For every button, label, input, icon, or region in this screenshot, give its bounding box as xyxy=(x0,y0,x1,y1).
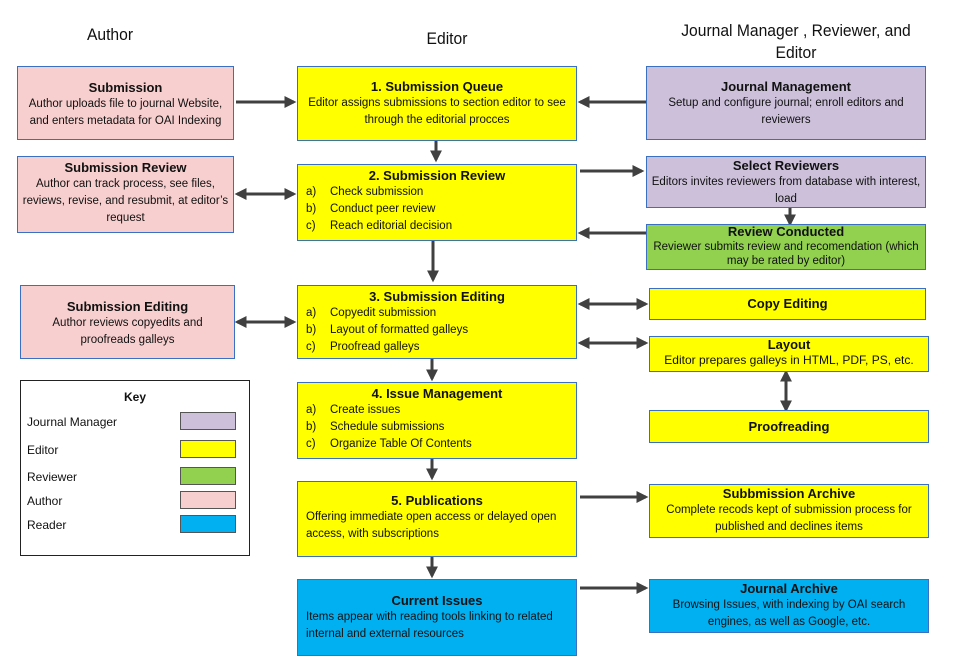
journal-management-box: Journal Management Setup and configure j… xyxy=(646,66,926,140)
list-item: b)Schedule submissions xyxy=(306,421,445,433)
layout-title: Layout xyxy=(767,337,811,352)
submission-queue-desc: Editor assigns submissions to section ed… xyxy=(308,97,566,126)
legend-row-editor: Editor xyxy=(27,440,245,462)
journal-archive-box: Journal Archive Browsing Issues, with in… xyxy=(649,579,929,633)
issue-management-box: 4. Issue Management a)Create issues b)Sc… xyxy=(297,382,577,459)
layout-desc: Editor prepares galleys in HTML, PDF, PS… xyxy=(664,353,914,367)
legend-row-journal-manager: Journal Manager xyxy=(27,412,245,434)
submission-editing-title: Submission Editing xyxy=(66,299,189,314)
list-item: c)Reach editorial decision xyxy=(306,220,453,232)
copy-editing-title: Copy Editing xyxy=(747,296,828,311)
legend-label: Editor xyxy=(27,443,59,457)
list-item: c)Proofread galleys xyxy=(306,341,420,353)
submission-archive-box: Subbmission Archive Complete recods kept… xyxy=(649,484,929,538)
submission-archive-title: Subbmission Archive xyxy=(722,486,856,501)
select-reviewers-title: Select Reviewers xyxy=(732,158,840,173)
select-reviewers-box: Select Reviewers Editors invites reviewe… xyxy=(646,156,926,208)
list-item: b)Layout of formatted galleys xyxy=(306,324,469,336)
author-column-header: Author xyxy=(86,25,134,44)
submission-review-stage-title: 2. Submission Review xyxy=(368,168,506,183)
issue-steps-list: a)Create issues b)Schedule submissions c… xyxy=(298,402,576,453)
copy-editing-box: Copy Editing xyxy=(649,288,926,320)
legend-swatch xyxy=(180,515,236,533)
journal-archive-desc: Browsing Issues, with indexing by OAI se… xyxy=(672,599,906,628)
current-issues-box: Current Issues Items appear with reading… xyxy=(297,579,577,656)
submission-box: Submission Author uploads file to journa… xyxy=(17,66,234,140)
review-conducted-box: Review Conducted Reviewer submits review… xyxy=(646,224,926,270)
review-conducted-title: Review Conducted xyxy=(727,224,845,239)
review-conducted-desc: Reviewer submits review and recomendatio… xyxy=(653,241,919,267)
proofreading-title: Proofreading xyxy=(748,419,830,434)
legend-row-author: Author xyxy=(27,491,245,513)
submission-editing-box: Submission Editing Author reviews copyed… xyxy=(20,285,235,359)
journal-management-desc: Setup and configure journal; enroll edit… xyxy=(668,97,904,126)
proofreading-box: Proofreading xyxy=(649,410,929,443)
submission-queue-title: 1. Submission Queue xyxy=(370,79,504,94)
legend-label: Author xyxy=(27,494,63,508)
legend-label: Journal Manager xyxy=(27,415,118,429)
legend-label: Reviewer xyxy=(27,470,78,484)
editing-steps-list: a)Copyedit submission b)Layout of format… xyxy=(298,305,576,356)
submission-editing-desc: Author reviews copyedits and proofreads … xyxy=(52,317,203,346)
legend-title: Key xyxy=(123,390,146,404)
legend-swatch xyxy=(180,491,236,509)
submission-review-title: Submission Review xyxy=(64,160,187,175)
publications-title: 5. Publications xyxy=(391,493,483,508)
layout-box: Layout Editor prepares galleys in HTML, … xyxy=(649,336,929,372)
submission-queue-box: 1. Submission Queue Editor assigns submi… xyxy=(297,66,577,141)
editor-column-header: Editor xyxy=(426,29,468,48)
list-item: a)Check submission xyxy=(306,186,424,198)
submission-desc: Author uploads file to journal Website, … xyxy=(28,98,223,127)
journal-manager-column-header: Journal Manager , Reviewer, and Editor xyxy=(681,21,911,62)
list-item: c)Organize Table Of Contents xyxy=(306,438,472,450)
legend-row-reviewer: Reviewer xyxy=(27,467,245,489)
list-item: a)Create issues xyxy=(306,404,401,416)
submission-review-box: Submission Review Author can track proce… xyxy=(17,156,234,233)
list-item: b)Conduct peer review xyxy=(306,203,436,215)
current-issues-desc: Items appear with reading tools linking … xyxy=(306,611,553,640)
submission-title: Submission xyxy=(88,80,163,95)
legend-key: Key Journal Manager Editor Reviewer Auth… xyxy=(20,380,250,556)
review-steps-list: a)Check submission b)Conduct peer review… xyxy=(298,184,576,235)
journal-management-title: Journal Management xyxy=(720,79,852,94)
submission-editing-stage-box: 3. Submission Editing a)Copyedit submiss… xyxy=(297,285,577,359)
legend-swatch xyxy=(180,412,236,430)
submission-review-desc: Author can track process, see files, rev… xyxy=(22,178,229,224)
submission-review-stage-box: 2. Submission Review a)Check submission … xyxy=(297,164,577,241)
submission-archive-desc: Complete recods kept of submission proce… xyxy=(666,504,912,533)
publications-desc: Offering immediate open access or delaye… xyxy=(306,511,557,540)
select-reviewers-desc: Editors invites reviewers from database … xyxy=(651,176,921,205)
legend-swatch xyxy=(180,467,236,485)
issue-management-title: 4. Issue Management xyxy=(371,386,503,401)
legend-swatch xyxy=(180,440,236,458)
current-issues-title: Current Issues xyxy=(391,593,483,608)
journal-archive-title: Journal Archive xyxy=(740,581,838,596)
legend-label: Reader xyxy=(27,518,67,532)
publications-box: 5. Publications Offering immediate open … xyxy=(297,481,577,557)
legend-row-reader: Reader xyxy=(27,515,245,537)
list-item: a)Copyedit submission xyxy=(306,307,437,319)
submission-editing-stage-title: 3. Submission Editing xyxy=(369,289,505,304)
